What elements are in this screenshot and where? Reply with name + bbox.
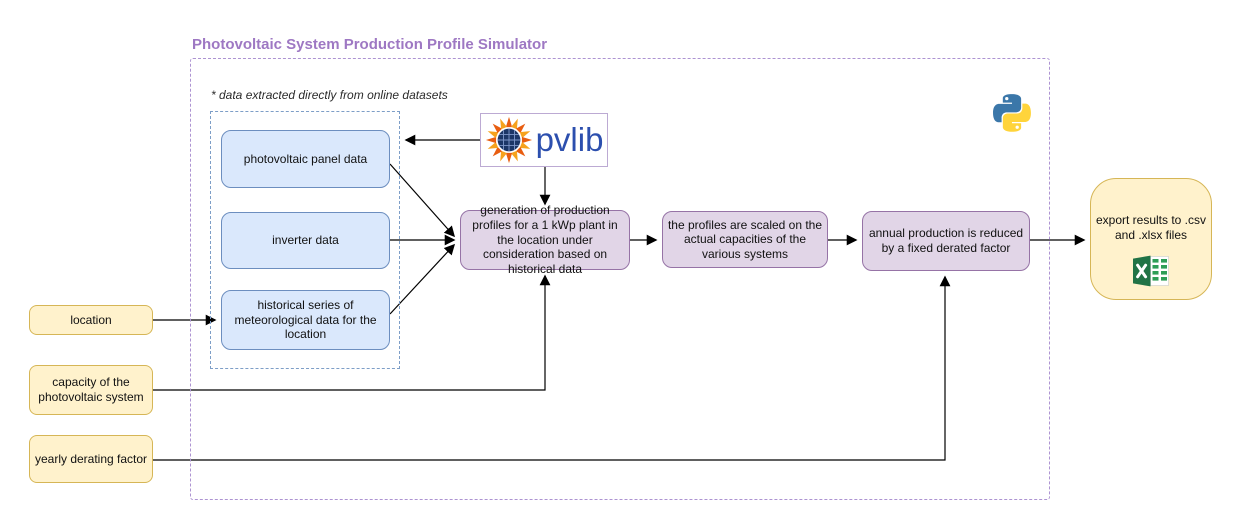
node-label: inverter data (272, 233, 339, 248)
arrow-capacity-to-generation (153, 274, 551, 391)
online-data-group (210, 111, 400, 369)
node-label: annual production is reduced by a fixed … (868, 226, 1024, 255)
node-label: yearly derating factor (34, 451, 148, 466)
pvlib-logo: pvlib (480, 113, 608, 167)
diagram-title: Photovoltaic System Production Profile S… (192, 36, 548, 53)
node-generate-profiles: generation of production profiles for a … (460, 203, 630, 276)
node-inverter-data: inverter data (221, 212, 390, 269)
arrow-panel-data-to-generation (389, 163, 456, 238)
simulator-boundary (190, 58, 1050, 500)
node-photovoltaic-panel-data: photovoltaic panel data (221, 130, 390, 188)
node-export-results: export results to .csv and .xlsx files (1090, 178, 1212, 300)
node-label: location (70, 312, 112, 327)
python-icon (993, 93, 1031, 138)
node-input-location: location (29, 305, 153, 335)
excel-icon (1132, 255, 1169, 287)
node-label: export results to .csv and .xlsx files (1095, 213, 1207, 242)
node-label: capacity of the photovoltaic system (38, 375, 144, 404)
node-input-capacity: capacity of the photovoltaic system (29, 365, 153, 415)
node-label: photovoltaic panel data (243, 151, 368, 166)
datasets-note: * data extracted directly from online da… (211, 88, 448, 102)
node-apply-derating: annual production is reduced by a fixed … (862, 211, 1030, 271)
arrow-derating-factor-to-step3 (153, 275, 951, 461)
node-meteorological-data: historical series of meteorological data… (221, 290, 390, 350)
node-label: historical series of meteorological data… (234, 298, 377, 342)
pvlib-sun-icon (485, 116, 532, 164)
node-input-derating-factor: yearly derating factor (29, 435, 153, 483)
pvlib-wordmark: pvlib (535, 121, 604, 158)
node-label: the profiles are scaled on the actual ca… (667, 217, 823, 261)
node-label: generation of production profiles for a … (472, 203, 618, 276)
node-scale-profiles: the profiles are scaled on the actual ca… (662, 211, 828, 268)
arrow-weather-to-generation (389, 243, 456, 315)
